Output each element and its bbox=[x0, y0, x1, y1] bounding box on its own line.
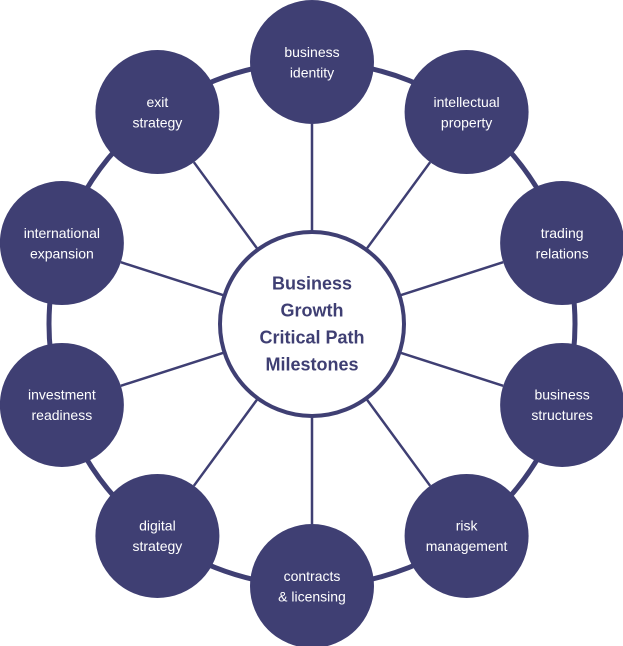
center-title-line: Critical Path bbox=[259, 328, 364, 348]
node-trading-relations: trading relations bbox=[500, 181, 623, 306]
node-digital-strategy: digital strategy bbox=[95, 473, 220, 598]
node-circle bbox=[250, 0, 374, 124]
node-circle bbox=[95, 473, 220, 598]
node-exit-strategy: exit strategy bbox=[95, 50, 220, 175]
node-label-line: strategy bbox=[133, 538, 183, 554]
node-label-line: management bbox=[426, 538, 508, 554]
node-circle bbox=[0, 342, 124, 467]
node-contracts-licensing: contracts & licensing bbox=[250, 524, 374, 646]
node-risk-management: risk management bbox=[404, 473, 529, 598]
node-label-line: exit bbox=[147, 94, 169, 110]
node-label-line: identity bbox=[290, 64, 334, 80]
node-international-expansion: international expansion bbox=[0, 181, 124, 306]
node-business-structures: business structures bbox=[500, 342, 623, 467]
node-label: contracts & licensing bbox=[278, 568, 346, 605]
node-label: digital strategy bbox=[133, 518, 183, 555]
node-label-line: intellectual bbox=[434, 94, 500, 110]
node-label-line: business bbox=[284, 44, 339, 60]
node-label-line: trading bbox=[541, 225, 584, 241]
spoke-trading-relations bbox=[399, 261, 504, 297]
center-circle bbox=[218, 230, 406, 418]
spokes bbox=[120, 124, 504, 524]
node-circle bbox=[404, 473, 529, 598]
center-title-line: Business bbox=[272, 274, 352, 294]
node-label-line: contracts bbox=[284, 568, 341, 584]
node-label: international expansion bbox=[24, 225, 100, 261]
node-label-line: expansion bbox=[30, 245, 94, 261]
node-label-line: & licensing bbox=[278, 588, 346, 604]
node-label: intellectual property bbox=[434, 94, 500, 130]
node-label: risk management bbox=[426, 518, 508, 555]
node-label-line: business bbox=[534, 387, 589, 403]
spoke-international-expansion bbox=[120, 261, 225, 297]
spoke-exit-strategy bbox=[192, 161, 259, 251]
node-label: trading relations bbox=[536, 225, 589, 261]
node-label: investment readiness bbox=[28, 387, 96, 424]
node-circle bbox=[404, 50, 529, 175]
node-label-line: strategy bbox=[133, 114, 183, 130]
node-label-line: investment bbox=[28, 387, 96, 403]
node-label-line: digital bbox=[139, 518, 176, 534]
node-label-line: risk bbox=[456, 518, 479, 534]
node-label-line: property bbox=[441, 114, 492, 130]
node-label-line: international bbox=[24, 225, 100, 241]
node-business-identity: business identity bbox=[250, 0, 374, 124]
node-circle bbox=[0, 181, 124, 306]
node-circle bbox=[250, 524, 374, 646]
center-title-line: Growth bbox=[281, 301, 344, 321]
node-label-line: relations bbox=[536, 245, 589, 261]
spoke-risk-management bbox=[365, 397, 432, 487]
node-intellectual-property: intellectual property bbox=[404, 50, 529, 175]
node-circle bbox=[95, 50, 220, 175]
node-investment-readiness: investment readiness bbox=[0, 342, 124, 467]
spoke-business-structures bbox=[399, 351, 504, 387]
center-title-line: Milestones bbox=[265, 355, 358, 375]
spoke-investment-readiness bbox=[120, 351, 225, 387]
node-label: business identity bbox=[284, 44, 339, 81]
node-circle bbox=[500, 342, 623, 467]
spoke-digital-strategy bbox=[192, 397, 259, 487]
node-label: exit strategy bbox=[133, 94, 183, 130]
node-label: business structures bbox=[531, 387, 592, 424]
node-label-line: readiness bbox=[32, 407, 93, 423]
spoke-intellectual-property bbox=[365, 161, 432, 251]
node-label-line: structures bbox=[531, 407, 592, 423]
node-circle bbox=[500, 181, 623, 306]
